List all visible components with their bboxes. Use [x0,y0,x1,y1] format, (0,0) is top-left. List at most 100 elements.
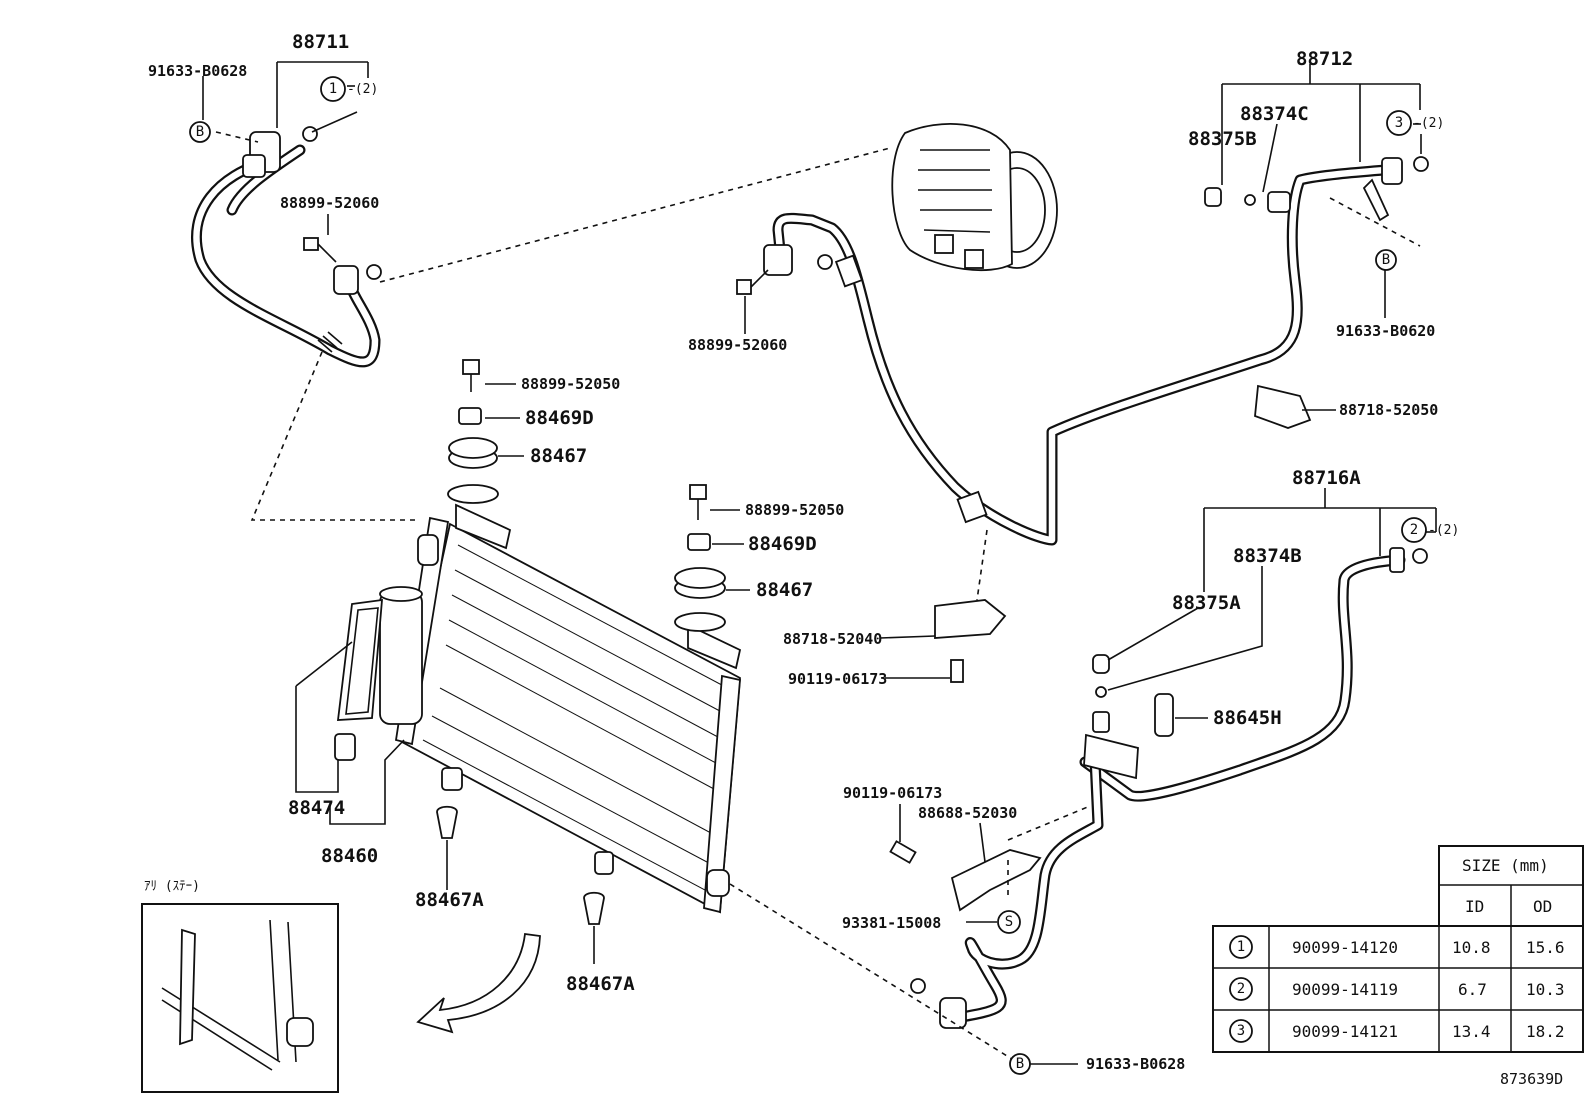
part-number-88469d-b: 88469D [748,533,817,555]
liquid-pipe-88716a [939,547,1406,1029]
svg-text:10.8: 10.8 [1452,938,1491,957]
service-port-88712 [1267,191,1291,213]
svg-text:3: 3 [1395,115,1403,131]
o-ring-2-88716a [1412,548,1428,564]
o-ring-condenser-outlet [910,978,926,994]
clamp-marker-b-right: B [1375,249,1397,271]
qty-2-upper-left: -(2) [347,82,378,97]
part-number-88899-52050-b: 88899-52050 [745,501,844,519]
svg-text:90099-14121: 90099-14121 [1292,1022,1398,1041]
part-number-88469d-a: 88469D [525,407,594,429]
view-direction-arrow [416,932,541,1034]
svg-text:1: 1 [329,81,337,97]
clamp-88718-52040 [934,599,1007,639]
diagram-code: 873639D [1500,1070,1563,1088]
bolt-90119-06173-b [889,840,917,864]
part-number-88718-52040: 88718-52040 [783,630,882,648]
size-table-col-id: ID [1465,897,1484,916]
o-ring-1-88711 [302,126,318,142]
part-number-90119-06173-b: 90119-06173 [843,784,942,802]
bolt-88899-52060-left [303,237,337,263]
svg-text:6.7: 6.7 [1458,980,1487,999]
bolt-88899-52060-mid [736,269,769,295]
part-number-90119-06173-a: 90119-06173 [788,670,887,688]
svg-text:10.3: 10.3 [1526,980,1565,999]
cushion-88467-b [674,567,726,632]
svg-text:B: B [196,124,204,140]
clamp-marker-b-bottom: B [1009,1053,1031,1075]
part-number-88375a: 88375A [1172,592,1241,614]
svg-text:1: 1 [1237,939,1245,955]
size-table-col-od: OD [1533,897,1552,916]
o-ring-3-88712 [1413,156,1429,172]
part-number-88712: 88712 [1296,48,1353,70]
ring-marker-3: 3 [1386,110,1412,136]
part-number-88645h: 88645H [1213,707,1282,729]
filter-88474 [336,598,383,721]
clip-marker-s: S [997,910,1021,934]
valve-cap-88375a [1092,654,1110,674]
size-row-2: 2 90099-14119 6.7 10.3 [1229,977,1565,1001]
qty-2-right: -(2) [1428,523,1459,538]
cushion-88467a-b [583,891,605,925]
part-number-88375b: 88375B [1188,128,1257,150]
suction-pipe-88712 [763,157,1403,546]
part-number-93381-15008: 93381-15008 [842,914,941,932]
collar-88469d-a [458,407,482,425]
valve-cap-88375b [1204,187,1222,207]
svg-text:15.6: 15.6 [1526,938,1565,957]
svg-text:13.4: 13.4 [1452,1022,1491,1041]
svg-text:2: 2 [1237,981,1245,997]
inset-detail-box [141,903,339,1093]
part-number-88467-b: 88467 [756,579,813,601]
cushion-88467-a [447,437,499,504]
part-number-91633-b0628-top: 91633-B0628 [148,62,247,80]
part-number-88688-52030: 88688-52030 [918,804,1017,822]
plug-88474 [334,733,356,761]
bolt-88899-52050-a [462,359,480,392]
part-number-88460: 88460 [321,845,378,867]
part-number-88467a-a: 88467A [415,889,484,911]
receiver-dryer [379,586,423,725]
o-ring-compressor-side [817,254,833,270]
pressure-switch-88645h [1154,693,1174,737]
inset-title: ｱﾘ (ｽﾃｰ) [144,879,200,894]
part-number-88467a-b: 88467A [566,973,635,995]
bolt-90119-06173-a [950,659,964,683]
part-number-91633-b0628-bottom: 91633-B0628 [1086,1055,1185,1073]
discharge-hose-88711 [190,131,381,368]
part-number-88899-52050-a: 88899-52050 [521,375,620,393]
part-number-88718-52050: 88718-52050 [1339,401,1438,419]
compressor [891,123,1058,272]
svg-text:S: S [1005,914,1013,930]
svg-text:2: 2 [1410,522,1418,538]
part-number-88467-a: 88467 [530,445,587,467]
svg-text:18.2: 18.2 [1526,1022,1565,1041]
size-row-3: 3 90099-14121 13.4 18.2 [1229,1019,1565,1043]
clamp-88718-52050 [1254,384,1312,429]
part-number-88474: 88474 [288,797,345,819]
part-number-88374b: 88374B [1233,545,1302,567]
ring-marker-1: 1 [320,76,346,102]
part-number-88899-52060-left: 88899-52060 [280,194,379,212]
qty-2-upper-right: -(2) [1413,116,1444,131]
size-table-title: SIZE (mm) [1462,856,1549,875]
part-number-91633-b0620: 91633-B0620 [1336,322,1435,340]
svg-text:90099-14119: 90099-14119 [1292,980,1398,999]
bracket-88688-52030 [950,849,1042,912]
clamp-marker-b-top-left: B [189,121,211,143]
svg-text:B: B [1016,1056,1024,1072]
block-fitting-88716a [1083,711,1139,780]
bolt-88899-52050-b [689,484,707,520]
svg-text:B: B [1382,252,1390,268]
svg-text:90099-14120: 90099-14120 [1292,938,1398,957]
svg-text:3: 3 [1237,1023,1245,1039]
part-number-88374c: 88374C [1240,103,1309,125]
part-number-88716a: 88716A [1292,467,1361,489]
o-ring-88711-lower [366,264,382,280]
part-number-88711: 88711 [292,31,349,53]
valve-core-88374c [1244,194,1256,206]
part-number-88899-52060-mid: 88899-52060 [688,336,787,354]
collar-88469d-b [687,533,711,551]
